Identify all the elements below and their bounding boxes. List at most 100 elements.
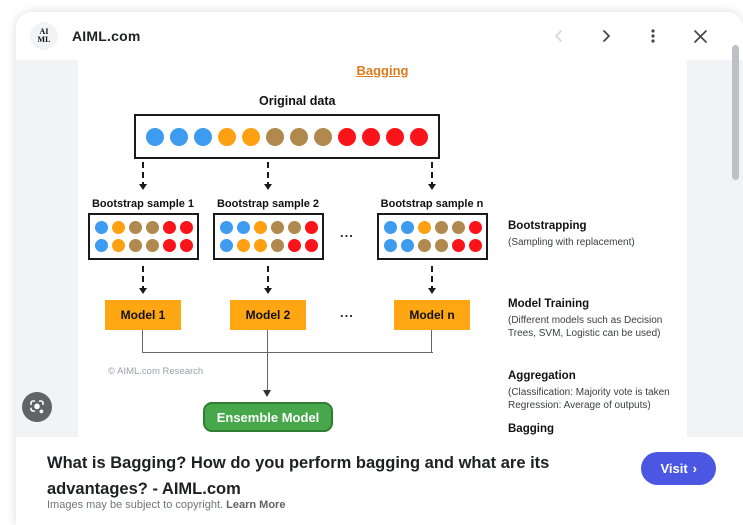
data-point-brown — [290, 127, 308, 146]
google-lens-button[interactable] — [22, 392, 52, 422]
data-point-red — [304, 239, 318, 252]
data-point-brown — [434, 221, 448, 234]
data-point-blue — [194, 127, 212, 146]
data-point-blue — [94, 239, 108, 252]
chevron-right-icon — [603, 30, 610, 42]
data-point-orange — [253, 239, 267, 252]
original-data-label: Original data — [259, 94, 336, 108]
data-point-red — [179, 221, 193, 234]
data-point-brown — [266, 127, 284, 146]
learn-more-link[interactable]: Learn More — [226, 499, 286, 511]
data-point-brown — [270, 221, 284, 234]
arrow-original-to-sample2 — [264, 162, 272, 190]
data-point-brown — [434, 239, 448, 252]
sample-n-label: Bootstrap sample n — [380, 198, 484, 210]
data-point-brown — [270, 239, 284, 252]
previous-image-button[interactable] — [550, 27, 568, 45]
samples-ellipsis: ... — [340, 225, 354, 240]
sample-dot-row — [219, 221, 318, 234]
data-point-red — [386, 127, 404, 146]
data-point-blue — [219, 239, 233, 252]
arrow-original-to-sample1 — [139, 162, 147, 190]
annotation-bootstrapping: Bootstrapping (Sampling with replacement… — [508, 220, 686, 250]
connector-horizontal — [142, 352, 433, 353]
data-point-red — [338, 127, 356, 146]
next-image-button[interactable] — [597, 27, 615, 45]
models-ellipsis: ... — [340, 305, 354, 320]
data-point-orange — [218, 127, 236, 146]
data-point-blue — [146, 127, 164, 146]
site-avatar: AI ML — [30, 22, 58, 50]
data-point-brown — [128, 221, 142, 234]
sample-2-box — [213, 213, 324, 260]
annotation-desc: (Sampling with replacement) — [508, 237, 635, 248]
data-point-orange — [253, 221, 267, 234]
annotation-title: Model Training — [508, 298, 590, 310]
copyright-notice: Images may be subject to copyright. Lear… — [47, 499, 285, 511]
arrow-to-ensemble — [263, 352, 271, 397]
data-point-red — [410, 127, 428, 146]
watermark: © AIML.com Research — [108, 366, 204, 377]
connector-model1 — [142, 330, 143, 352]
sample-1-label: Bootstrap sample 1 — [91, 198, 195, 210]
arrow-original-to-samplen — [428, 162, 436, 190]
annotation-title: Bootstrapping — [508, 220, 587, 232]
connector-model2 — [267, 330, 268, 352]
data-point-orange — [417, 221, 431, 234]
diagram-title: Bagging — [356, 63, 409, 78]
model-2-box: Model 2 — [230, 300, 306, 330]
avatar-text-line2: ML — [37, 35, 51, 44]
visit-label: Visit — [660, 461, 688, 476]
sample-dot-row — [383, 239, 482, 252]
data-point-red — [162, 239, 176, 252]
connector-modeln — [431, 330, 432, 352]
data-point-orange — [236, 239, 250, 252]
sample-dot-row — [219, 239, 318, 252]
annotation-title: Aggregation — [508, 370, 576, 382]
annotation-model-training: Model Training (Different models such as… — [508, 298, 686, 340]
scrollbar-thumb[interactable] — [732, 45, 739, 180]
data-point-blue — [219, 221, 233, 234]
image-viewer-panel: AI ML AIML.com Bagging Original data — [16, 12, 743, 525]
site-title: AIML.com — [72, 28, 141, 44]
annotation-bagging: Bagging — [508, 423, 686, 437]
data-point-red — [162, 221, 176, 234]
data-point-blue — [383, 221, 397, 234]
viewer-header: AI ML AIML.com — [16, 12, 743, 60]
data-point-orange — [242, 127, 260, 146]
data-point-brown — [314, 127, 332, 146]
data-point-brown — [145, 221, 159, 234]
result-title-link[interactable]: What is Bagging? How do you perform bagg… — [47, 454, 550, 498]
annotation-desc: (Classification: Majority vote is taken … — [508, 387, 670, 411]
sample-1-box — [88, 213, 199, 260]
more-options-button[interactable] — [644, 27, 662, 45]
data-point-blue — [94, 221, 108, 234]
model-1-box: Model 1 — [105, 300, 181, 330]
data-point-red — [451, 239, 465, 252]
annotation-aggregation: Aggregation (Classification: Majority vo… — [508, 370, 686, 412]
viewer-footer: What is Bagging? How do you perform bagg… — [16, 437, 743, 525]
ensemble-model-box: Ensemble Model — [203, 402, 333, 432]
lens-icon — [30, 400, 44, 414]
data-point-red — [468, 239, 482, 252]
arrow-sample2-to-model2 — [264, 266, 272, 294]
bagging-diagram-image[interactable]: Bagging Original data Bootstrap sample 1… — [78, 60, 687, 437]
avatar-text-line1: AI — [39, 27, 49, 36]
data-point-blue — [400, 221, 414, 234]
data-point-brown — [287, 221, 301, 234]
sample-dot-row — [94, 239, 193, 252]
sample-2-label: Bootstrap sample 2 — [216, 198, 320, 210]
arrow-samplen-to-modeln — [428, 266, 436, 294]
data-point-red — [287, 239, 301, 252]
arrow-sample1-to-model1 — [139, 266, 147, 294]
data-point-blue — [383, 239, 397, 252]
data-point-orange — [111, 239, 125, 252]
annotation-title: Bagging — [508, 423, 554, 435]
data-point-red — [304, 221, 318, 234]
close-icon — [693, 29, 707, 43]
data-point-red — [179, 239, 193, 252]
close-button[interactable] — [691, 27, 709, 45]
more-vert-icon — [651, 29, 655, 43]
copyright-text: Images may be subject to copyright. — [47, 499, 224, 511]
visit-button[interactable]: Visit › — [641, 452, 716, 485]
